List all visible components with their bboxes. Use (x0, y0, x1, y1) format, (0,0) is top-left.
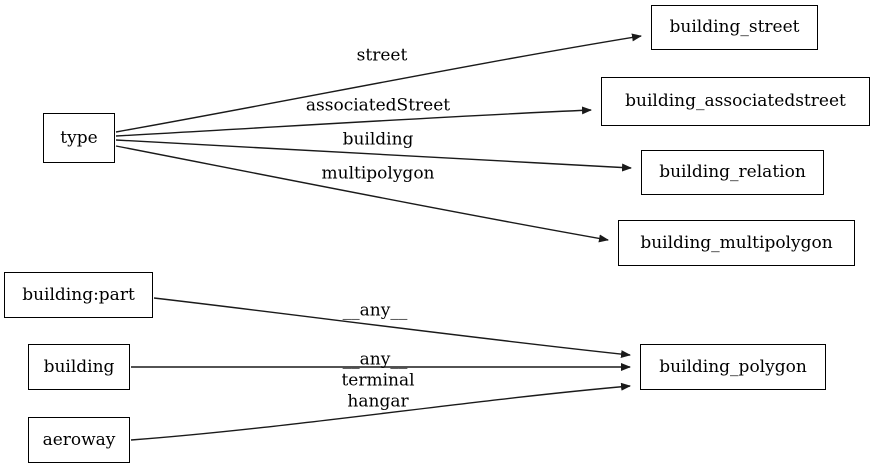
node-building-relation[interactable]: building_relation (641, 150, 824, 195)
node-label: aeroway (42, 429, 116, 450)
node-label: building (43, 356, 115, 377)
edge-label-street: street (356, 45, 408, 66)
edge-label-multipolygon: multipolygon (321, 163, 435, 184)
node-label: building_street (669, 17, 800, 37)
edge-label-associatedstreet: associatedStreet (305, 95, 451, 116)
edge-label-any-building: __any__ (342, 349, 408, 370)
edge-label-terminal: terminal (341, 370, 415, 391)
node-label: type (60, 127, 98, 148)
node-building-polygon[interactable]: building_polygon (640, 344, 826, 390)
node-type[interactable]: type (43, 113, 115, 163)
node-label: building_multipolygon (640, 232, 833, 253)
edge-label-hangar: hangar (347, 391, 409, 412)
edge-label-any-buildingpart: __any__ (342, 300, 408, 321)
edge-label-building: building (342, 129, 414, 150)
node-aeroway[interactable]: aeroway (28, 417, 130, 463)
edge-type-building-associatedstreet (115, 106, 592, 137)
edge-aeroway-building-polygon (130, 382, 631, 441)
edge-buildingpart-building-polygon (153, 297, 631, 359)
node-building-multipolygon[interactable]: building_multipolygon (618, 220, 855, 266)
edge-type-building-multipolygon (115, 145, 609, 243)
node-building-part[interactable]: building:part (4, 272, 153, 318)
node-label: building_associatedstreet (625, 91, 846, 111)
node-label: building:part (22, 284, 135, 305)
node-building[interactable]: building (28, 344, 130, 390)
node-building-associatedstreet[interactable]: building_associatedstreet (601, 77, 870, 126)
edge-type-building-relation (115, 139, 632, 172)
node-label: building_relation (659, 162, 806, 182)
node-building-street[interactable]: building_street (651, 5, 818, 50)
edge-type-building-street (115, 33, 642, 133)
node-label: building_polygon (659, 356, 807, 377)
